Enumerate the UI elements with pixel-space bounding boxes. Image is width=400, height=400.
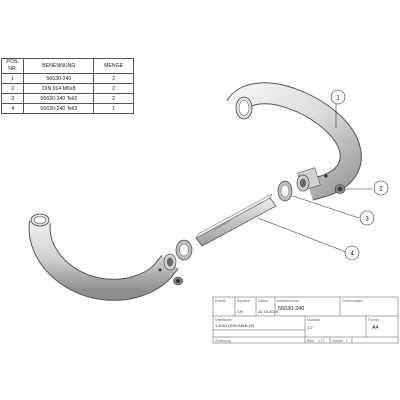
cell-qty: 1 [93,103,134,114]
square-spindle [195,193,277,247]
balloon-label-1: 1 [336,96,340,102]
washer-upper [277,180,293,202]
version-value: 1 [346,338,348,343]
label-signature: Signatur [237,299,250,303]
format-value: A4 [372,325,379,331]
created-by: CH [237,309,243,314]
cell-name: 56630-240 Teil3 [23,103,95,114]
balloon-label-2: 2 [379,187,383,193]
balloons [330,89,389,261]
label-sheet: Blatt [307,338,314,343]
label-drawing-no: Zeichnungsnr. [342,299,364,303]
title-block-frame [212,296,399,344]
grub-screw-lower [173,276,183,286]
balloon-label-4: 4 [350,252,354,258]
label-format: Format [368,318,379,322]
article-number: 56630-240 [278,306,305,312]
balloon-4 [344,245,360,261]
balloon-3 [359,210,375,226]
label-article: Artikelnummer [277,299,299,303]
grub-screw [334,184,346,194]
table-row: 4 56630-240 Teil3 1 [0,103,134,114]
balloon-1 [330,89,346,105]
label-date: Datum [258,299,268,303]
date-value: 22.10.2019 [258,309,279,314]
washer-lower [175,239,193,261]
label-version: Version [332,338,344,343]
cell-pos: 4 [0,103,25,114]
label-scale: Maßstab [307,318,321,322]
parts-list-table: POS-NR. BENENNUNG MENGE 1 56630-240 2 2 … [0,58,134,114]
balloon-2 [373,180,389,196]
scale-value: 1:2 [307,325,313,330]
label-surface: Oberfläche [215,318,232,322]
label-drawing: Zeichnung [215,338,231,343]
leader-lines [257,104,372,253]
sheet-value: 1 / 1 [318,338,325,343]
balloon-label-3: 3 [365,217,369,223]
material-value: 1.4301 (X5CrNi18-10) [215,323,255,328]
lower-handle [28,213,179,301]
label-created: Erstellt [215,299,226,303]
upper-handle [226,82,362,201]
